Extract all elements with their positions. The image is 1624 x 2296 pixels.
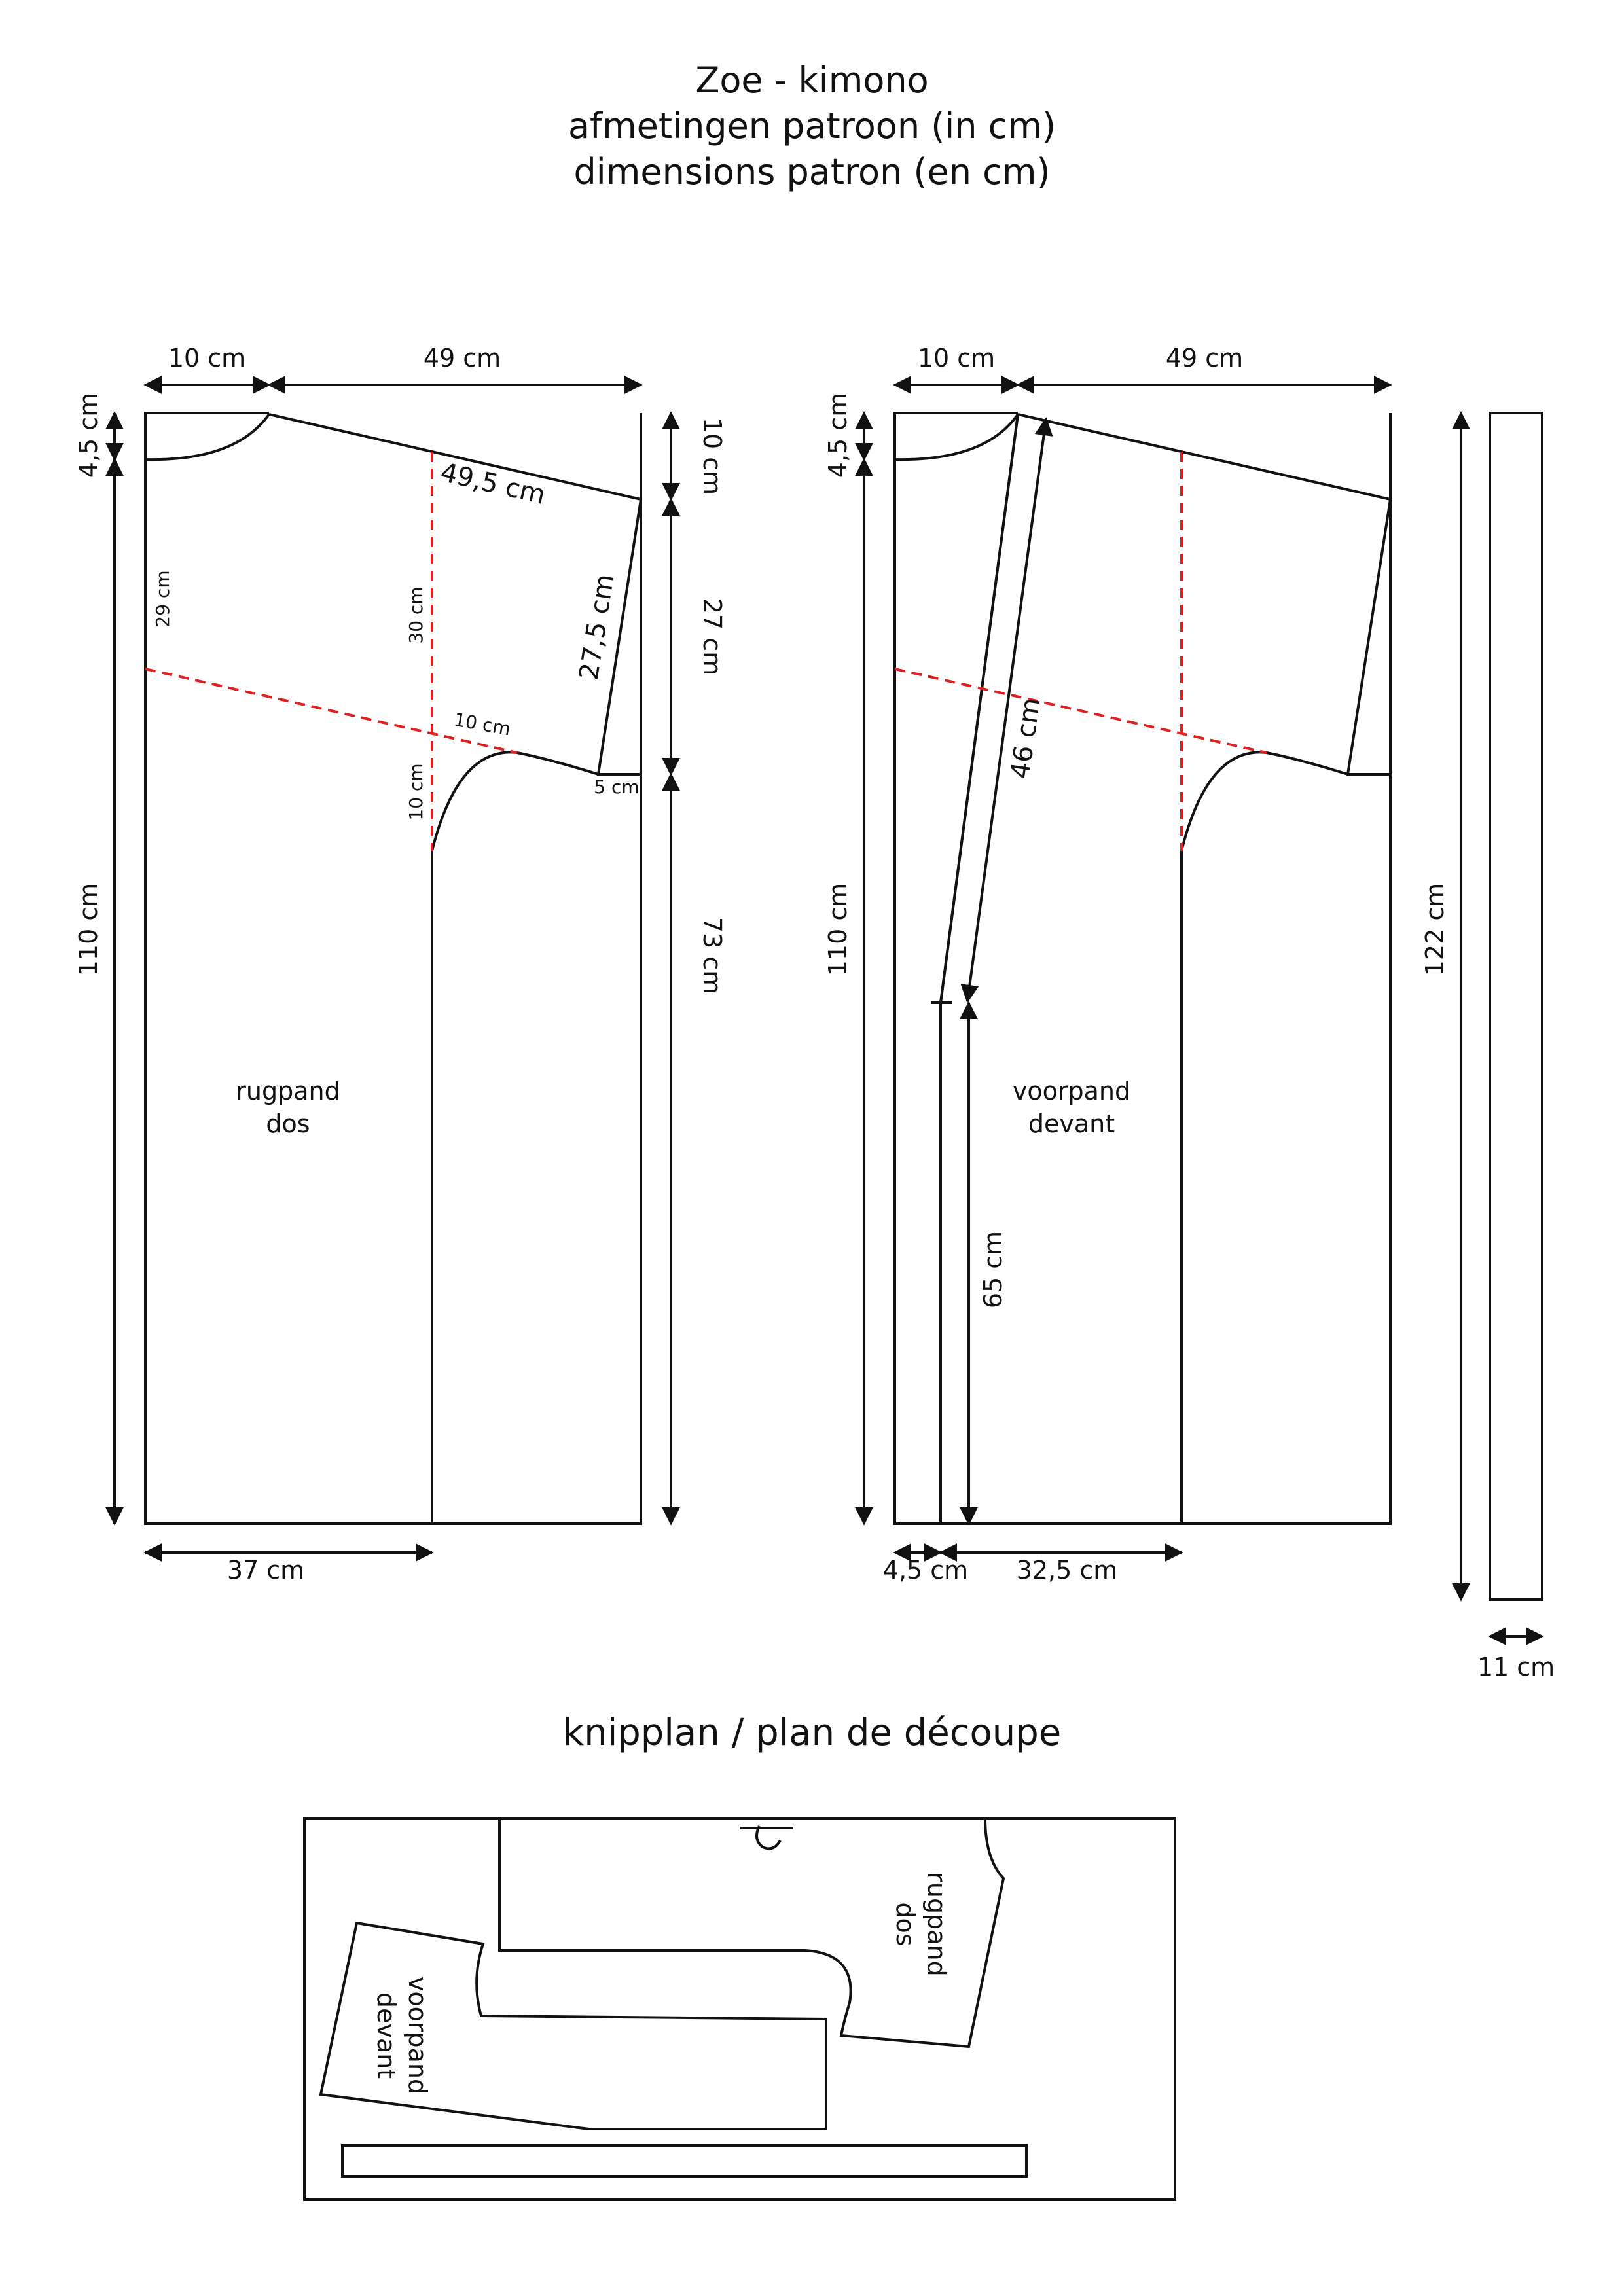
- back-inner-29-label: 29 cm: [152, 570, 173, 627]
- back-underarm: [431, 751, 599, 1524]
- front-lower-label: 65 cm: [979, 1231, 1007, 1308]
- cutting-front-label-2: devant: [372, 1992, 401, 2079]
- cutting-back-label-1: rugpand: [922, 1872, 951, 1976]
- front-dimension-lines: [855, 376, 1392, 1562]
- text-labels: rugpand dos 10 cm 49 cm 4,5 cm 110 cm 49…: [74, 344, 1555, 2094]
- front-height-label: 110 cm: [823, 883, 852, 977]
- back-shoulder-width-label: 49 cm: [424, 344, 501, 372]
- back-guide-horizontal: [145, 668, 518, 754]
- back-step-5-label: 5 cm: [594, 776, 639, 798]
- cutting-front-label-1: voorpand: [403, 1977, 432, 2094]
- back-sleeve-end-label: 27,5 cm: [574, 572, 621, 682]
- front-guide-horizontal: [894, 668, 1267, 754]
- back-inner-10a-label: 10 cm: [452, 709, 513, 740]
- cutting-plan-title: knipplan / plan de découpe: [562, 1712, 1062, 1754]
- band-piece: [1452, 411, 1544, 1645]
- front-neck-width-label: 10 cm: [918, 344, 995, 372]
- band-length-label: 122 cm: [1420, 883, 1449, 977]
- back-inner-10b-label: 10 cm: [405, 763, 427, 820]
- front-bottom-left-label: 4,5 cm: [883, 1556, 968, 1585]
- back-neck-depth-label: 4,5 cm: [74, 393, 103, 478]
- back-side-mid-label: 27 cm: [698, 598, 727, 675]
- title-line-3: dimensions patron (en cm): [573, 151, 1051, 192]
- front-label-2: devant: [1028, 1109, 1115, 1138]
- cutting-plan-band-piece: [341, 2144, 1028, 2178]
- back-side-top-label: 10 cm: [698, 418, 727, 495]
- front-label-1: voorpand: [1013, 1077, 1130, 1105]
- back-neck-width-label: 10 cm: [168, 344, 245, 372]
- back-inner-30-label: 30 cm: [405, 586, 427, 643]
- band-width-label: 11 cm: [1477, 1653, 1555, 1681]
- cutting-plan-back-piece: [498, 1818, 1005, 2049]
- cutting-plan-fold-mark: [755, 1825, 782, 1850]
- front-shoulder-width-label: 49 cm: [1166, 344, 1243, 372]
- back-side-bottom-label: 73 cm: [698, 917, 727, 994]
- front-underarm: [1180, 751, 1348, 1524]
- back-pattern-piece: [144, 412, 643, 1525]
- front-diag-label: 46 cm: [1005, 696, 1047, 781]
- back-label-2: dos: [266, 1109, 310, 1138]
- back-neckline: [145, 413, 270, 461]
- title-line-1: Zoe - kimono: [695, 60, 929, 101]
- title-block: Zoe - kimono afmetingen patroon (in cm) …: [0, 58, 1624, 195]
- front-outline: [893, 412, 1392, 1525]
- front-shoulder-sleeve: [1017, 413, 1392, 776]
- back-height-label: 110 cm: [74, 883, 103, 977]
- back-outline: [144, 412, 642, 1525]
- back-bottom-label: 37 cm: [227, 1556, 304, 1585]
- back-shoulder-sleeve: [268, 413, 643, 776]
- band-outline: [1489, 412, 1543, 1601]
- front-neck-depth-label: 4,5 cm: [823, 393, 852, 478]
- front-bottom-right-label: 32,5 cm: [1017, 1556, 1118, 1585]
- cutting-plan: [303, 1817, 1176, 2201]
- back-label-1: rugpand: [236, 1077, 340, 1105]
- back-dimension-lines: [105, 376, 680, 1562]
- title-line-2: afmetingen patroon (in cm): [568, 105, 1056, 147]
- cutting-back-label-2: dos: [891, 1902, 920, 1946]
- cutting-plan-fabric: [303, 1817, 1176, 2201]
- cutting-plan-front-piece: [319, 1921, 827, 2130]
- front-neckline: [894, 413, 1019, 461]
